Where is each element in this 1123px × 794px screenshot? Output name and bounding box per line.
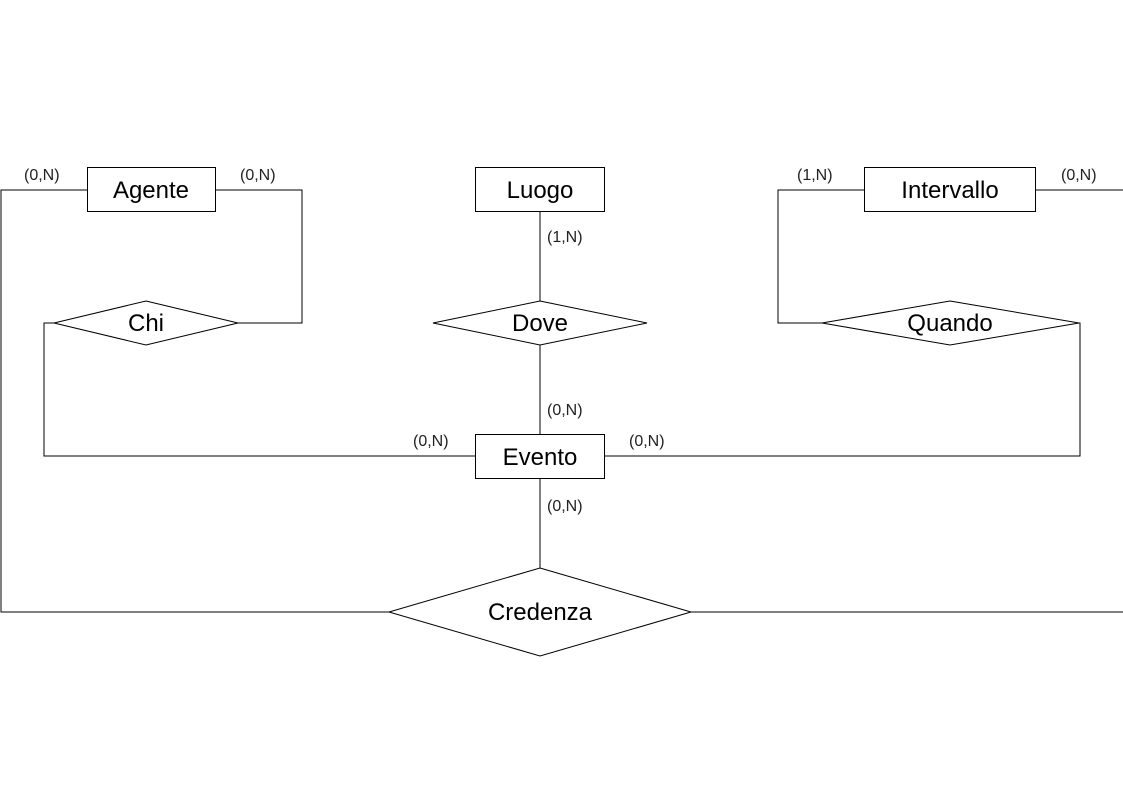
entity-evento-label: Evento <box>503 444 578 471</box>
connector-agente-credenza <box>0 189 389 613</box>
cardinality-evento-credenza: (0,N) <box>547 498 583 515</box>
relationship-chi-diamond <box>53 300 239 346</box>
connector-intervallo-quando <box>777 189 864 324</box>
relationship-credenza[interactable]: Credenza <box>387 567 693 657</box>
entity-evento[interactable]: Evento <box>475 434 605 479</box>
relationship-credenza-label: Credenza <box>488 599 593 626</box>
cardinality-luogo-dove: (1,N) <box>547 229 583 246</box>
relationship-quando[interactable]: Quando <box>821 300 1080 346</box>
cardinality-agente-chi: (0,N) <box>240 167 276 184</box>
entity-luogo-box <box>475 167 605 212</box>
connector-agente-chi <box>216 189 303 324</box>
cardinality-intervallo-quando: (1,N) <box>797 167 833 184</box>
relationship-dove[interactable]: Dove <box>432 300 648 346</box>
connector-quando-evento <box>605 322 1081 457</box>
cardinality-evento-dove: (0,N) <box>547 402 583 419</box>
relationship-quando-diamond <box>821 300 1080 346</box>
relationship-chi[interactable]: Chi <box>53 300 239 346</box>
connectors <box>0 189 1123 613</box>
entity-intervallo[interactable]: Intervallo <box>864 167 1036 212</box>
cardinality-agente-credenza: (0,N) <box>24 167 60 184</box>
entity-agente[interactable]: Agente <box>87 167 216 212</box>
relationship-credenza-diamond <box>387 567 693 657</box>
relationship-dove-diamond <box>432 300 648 346</box>
entity-intervallo-box <box>864 167 1036 212</box>
relationship-chi-label: Chi <box>128 310 164 337</box>
entity-luogo-label: Luogo <box>507 177 574 204</box>
entity-agente-box <box>87 167 216 212</box>
cardinality-intervallo-credenza: (0,N) <box>1061 167 1097 184</box>
entity-evento-box <box>475 434 605 479</box>
connector-chi-evento <box>43 322 476 457</box>
cardinality-evento-chi: (0,N) <box>413 433 449 450</box>
cardinality-labels: (0,N) (0,N) (1,N) (1,N) (0,N) (0,N) (0,N… <box>24 167 1097 515</box>
entity-luogo[interactable]: Luogo <box>475 167 605 212</box>
entity-agente-label: Agente <box>113 177 189 204</box>
cardinality-evento-quando: (0,N) <box>629 433 665 450</box>
relationship-dove-label: Dove <box>512 310 568 337</box>
entity-intervallo-label: Intervallo <box>901 177 998 204</box>
relationship-quando-label: Quando <box>907 310 992 337</box>
